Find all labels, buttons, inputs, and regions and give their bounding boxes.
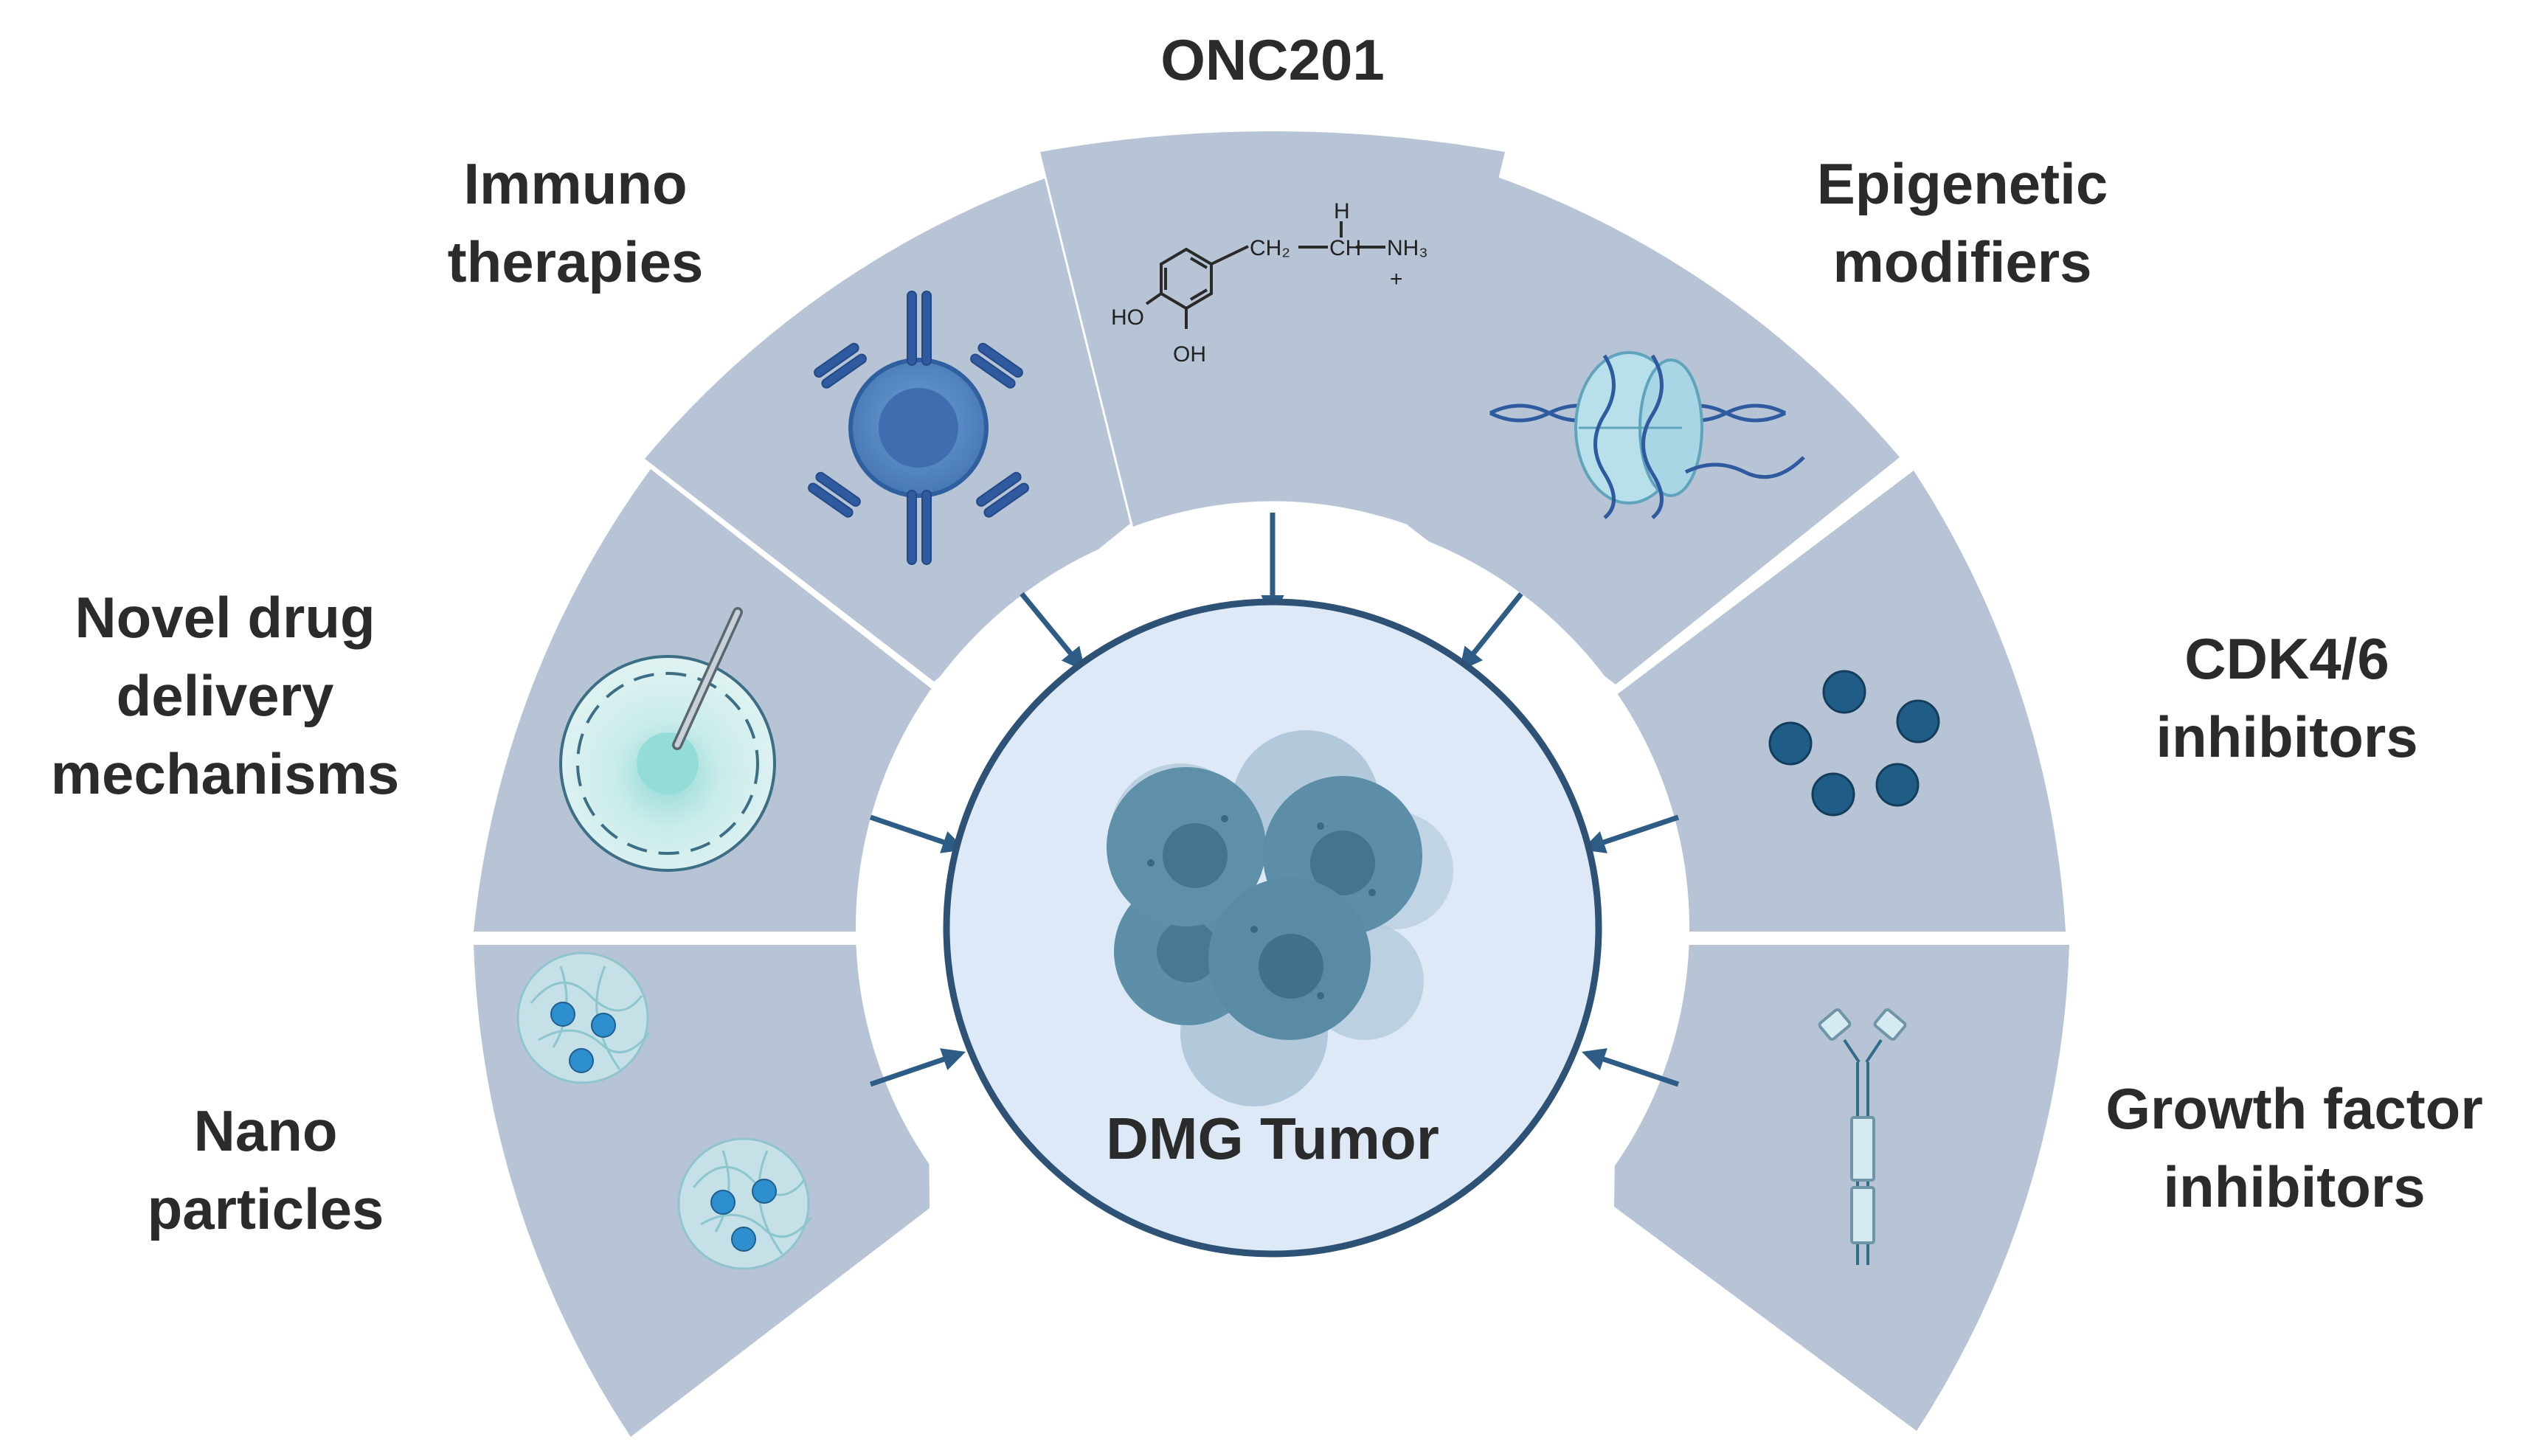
onc201-structure-labels: CH₂ CH NH₃ H + HO OH: [1111, 199, 1428, 367]
chem-ch2-label: CH₂: [1250, 236, 1290, 260]
label-novel-line3: mechanisms: [50, 741, 400, 806]
label-nano-line2: particles: [147, 1176, 384, 1241]
chem-oh-label: OH: [1173, 342, 1206, 367]
label-immunotherapies: Immuno therapies: [428, 145, 723, 301]
chem-ho-label: HO: [1111, 305, 1144, 330]
label-onc201: ONC201: [1136, 21, 1409, 99]
nucleosome-icon: [1489, 351, 1805, 519]
label-novel-line1: Novel drug: [75, 585, 375, 650]
chem-nh3-label: NH₃: [1387, 236, 1428, 260]
label-cdk-line2: inhibitors: [2156, 704, 2418, 769]
arrows: [869, 513, 1680, 1087]
panel-growth-factor-inhibitors: [1614, 945, 2069, 1431]
arrow-novel: [869, 814, 966, 853]
label-growth-line1: Growth factor: [2105, 1076, 2483, 1141]
label-growth-line2: inhibitors: [2163, 1154, 2426, 1219]
label-cdk-line1: CDK4/6: [2184, 626, 2389, 691]
label-onc201-line1: ONC201: [1160, 27, 1385, 92]
label-nano-line1: Nano: [193, 1098, 338, 1163]
label-immuno-line2: therapies: [447, 229, 704, 294]
nanoparticles-icon: [516, 951, 813, 1270]
arrow-immuno: [1020, 592, 1085, 671]
arrow-growth: [1582, 1048, 1680, 1087]
cdk-molecules-icon: [1768, 670, 1940, 817]
receptor-icon: [1818, 1008, 1907, 1265]
label-immuno-line1: Immuno: [463, 151, 688, 216]
label-nano-particles: Nano particles: [111, 1092, 420, 1248]
label-epigenetic-modifiers: Epigenetic modifiers: [1756, 145, 2169, 301]
onc201-structure-icon: [1145, 221, 1385, 329]
arrow-epigenetic: [1459, 592, 1523, 671]
arrow-cdk: [1582, 814, 1680, 853]
label-growth-factor-inhibitors: Growth factor inhibitors: [2066, 1070, 2523, 1226]
tumor-cells-icon: [1107, 730, 1453, 1106]
chem-ch-label: CH: [1329, 236, 1361, 260]
chem-plus-label: +: [1390, 267, 1403, 291]
label-epigenetic-line1: Epigenetic: [1816, 151, 2108, 216]
label-cdk-inhibitors: CDK4/6 inhibitors: [2110, 620, 2464, 776]
arrow-nano: [869, 1048, 966, 1087]
petri-dish-icon: [559, 607, 776, 872]
immune-cell-icon: [808, 291, 1029, 565]
label-novel-line2: delivery: [116, 663, 334, 728]
center-label: DMG Tumor: [1106, 1106, 1439, 1171]
chem-h-label: H: [1334, 199, 1350, 223]
label-novel-drug-delivery: Novel drug delivery mechanisms: [15, 578, 435, 813]
label-epigenetic-line2: modifiers: [1832, 229, 2092, 294]
panel-onc201: [1040, 131, 1505, 527]
